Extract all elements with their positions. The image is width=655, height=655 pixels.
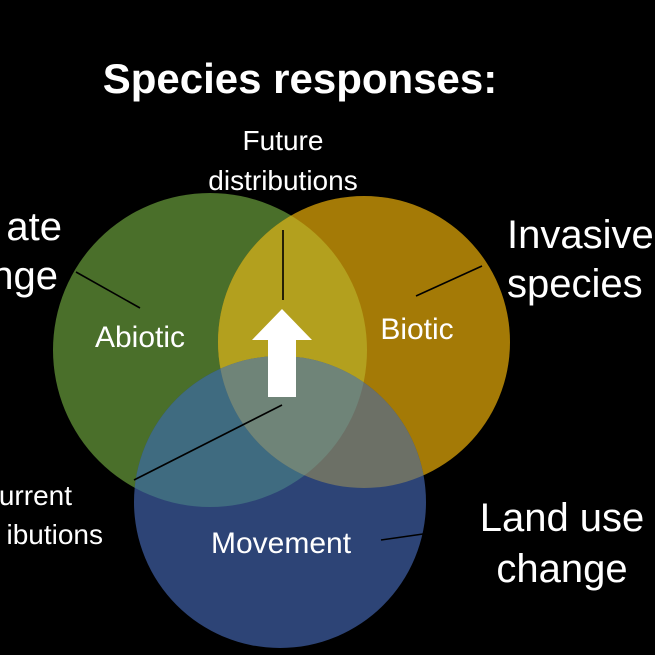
future-distributions-line2: distributions bbox=[208, 165, 357, 196]
climate-change-line2: nge bbox=[0, 254, 58, 298]
abiotic-label: Abiotic bbox=[95, 321, 185, 354]
current-distributions-line2: ibutions bbox=[6, 519, 103, 550]
current-distributions-line1: urrent bbox=[0, 480, 72, 511]
invasive-species-line2: species bbox=[507, 262, 643, 306]
landuse-leader-line bbox=[380, 533, 424, 541]
movement-label: Movement bbox=[211, 527, 352, 560]
invasive-species-line1: Invasive bbox=[507, 213, 654, 257]
climate-change-line1: ate bbox=[6, 205, 62, 249]
up-arrow-icon bbox=[252, 309, 312, 397]
invasive-leader-line bbox=[415, 265, 483, 297]
land-use-change-line2: change bbox=[496, 547, 627, 591]
climate-leader-line bbox=[75, 271, 141, 309]
future-distributions-line1: Future bbox=[243, 125, 324, 156]
current-leader-line bbox=[133, 404, 283, 481]
biotic-movement-overlap bbox=[218, 356, 426, 488]
biotic-label: Biotic bbox=[380, 313, 453, 346]
land-use-change-line1: Land use bbox=[480, 496, 645, 540]
page-title: Species responses: bbox=[103, 55, 498, 102]
